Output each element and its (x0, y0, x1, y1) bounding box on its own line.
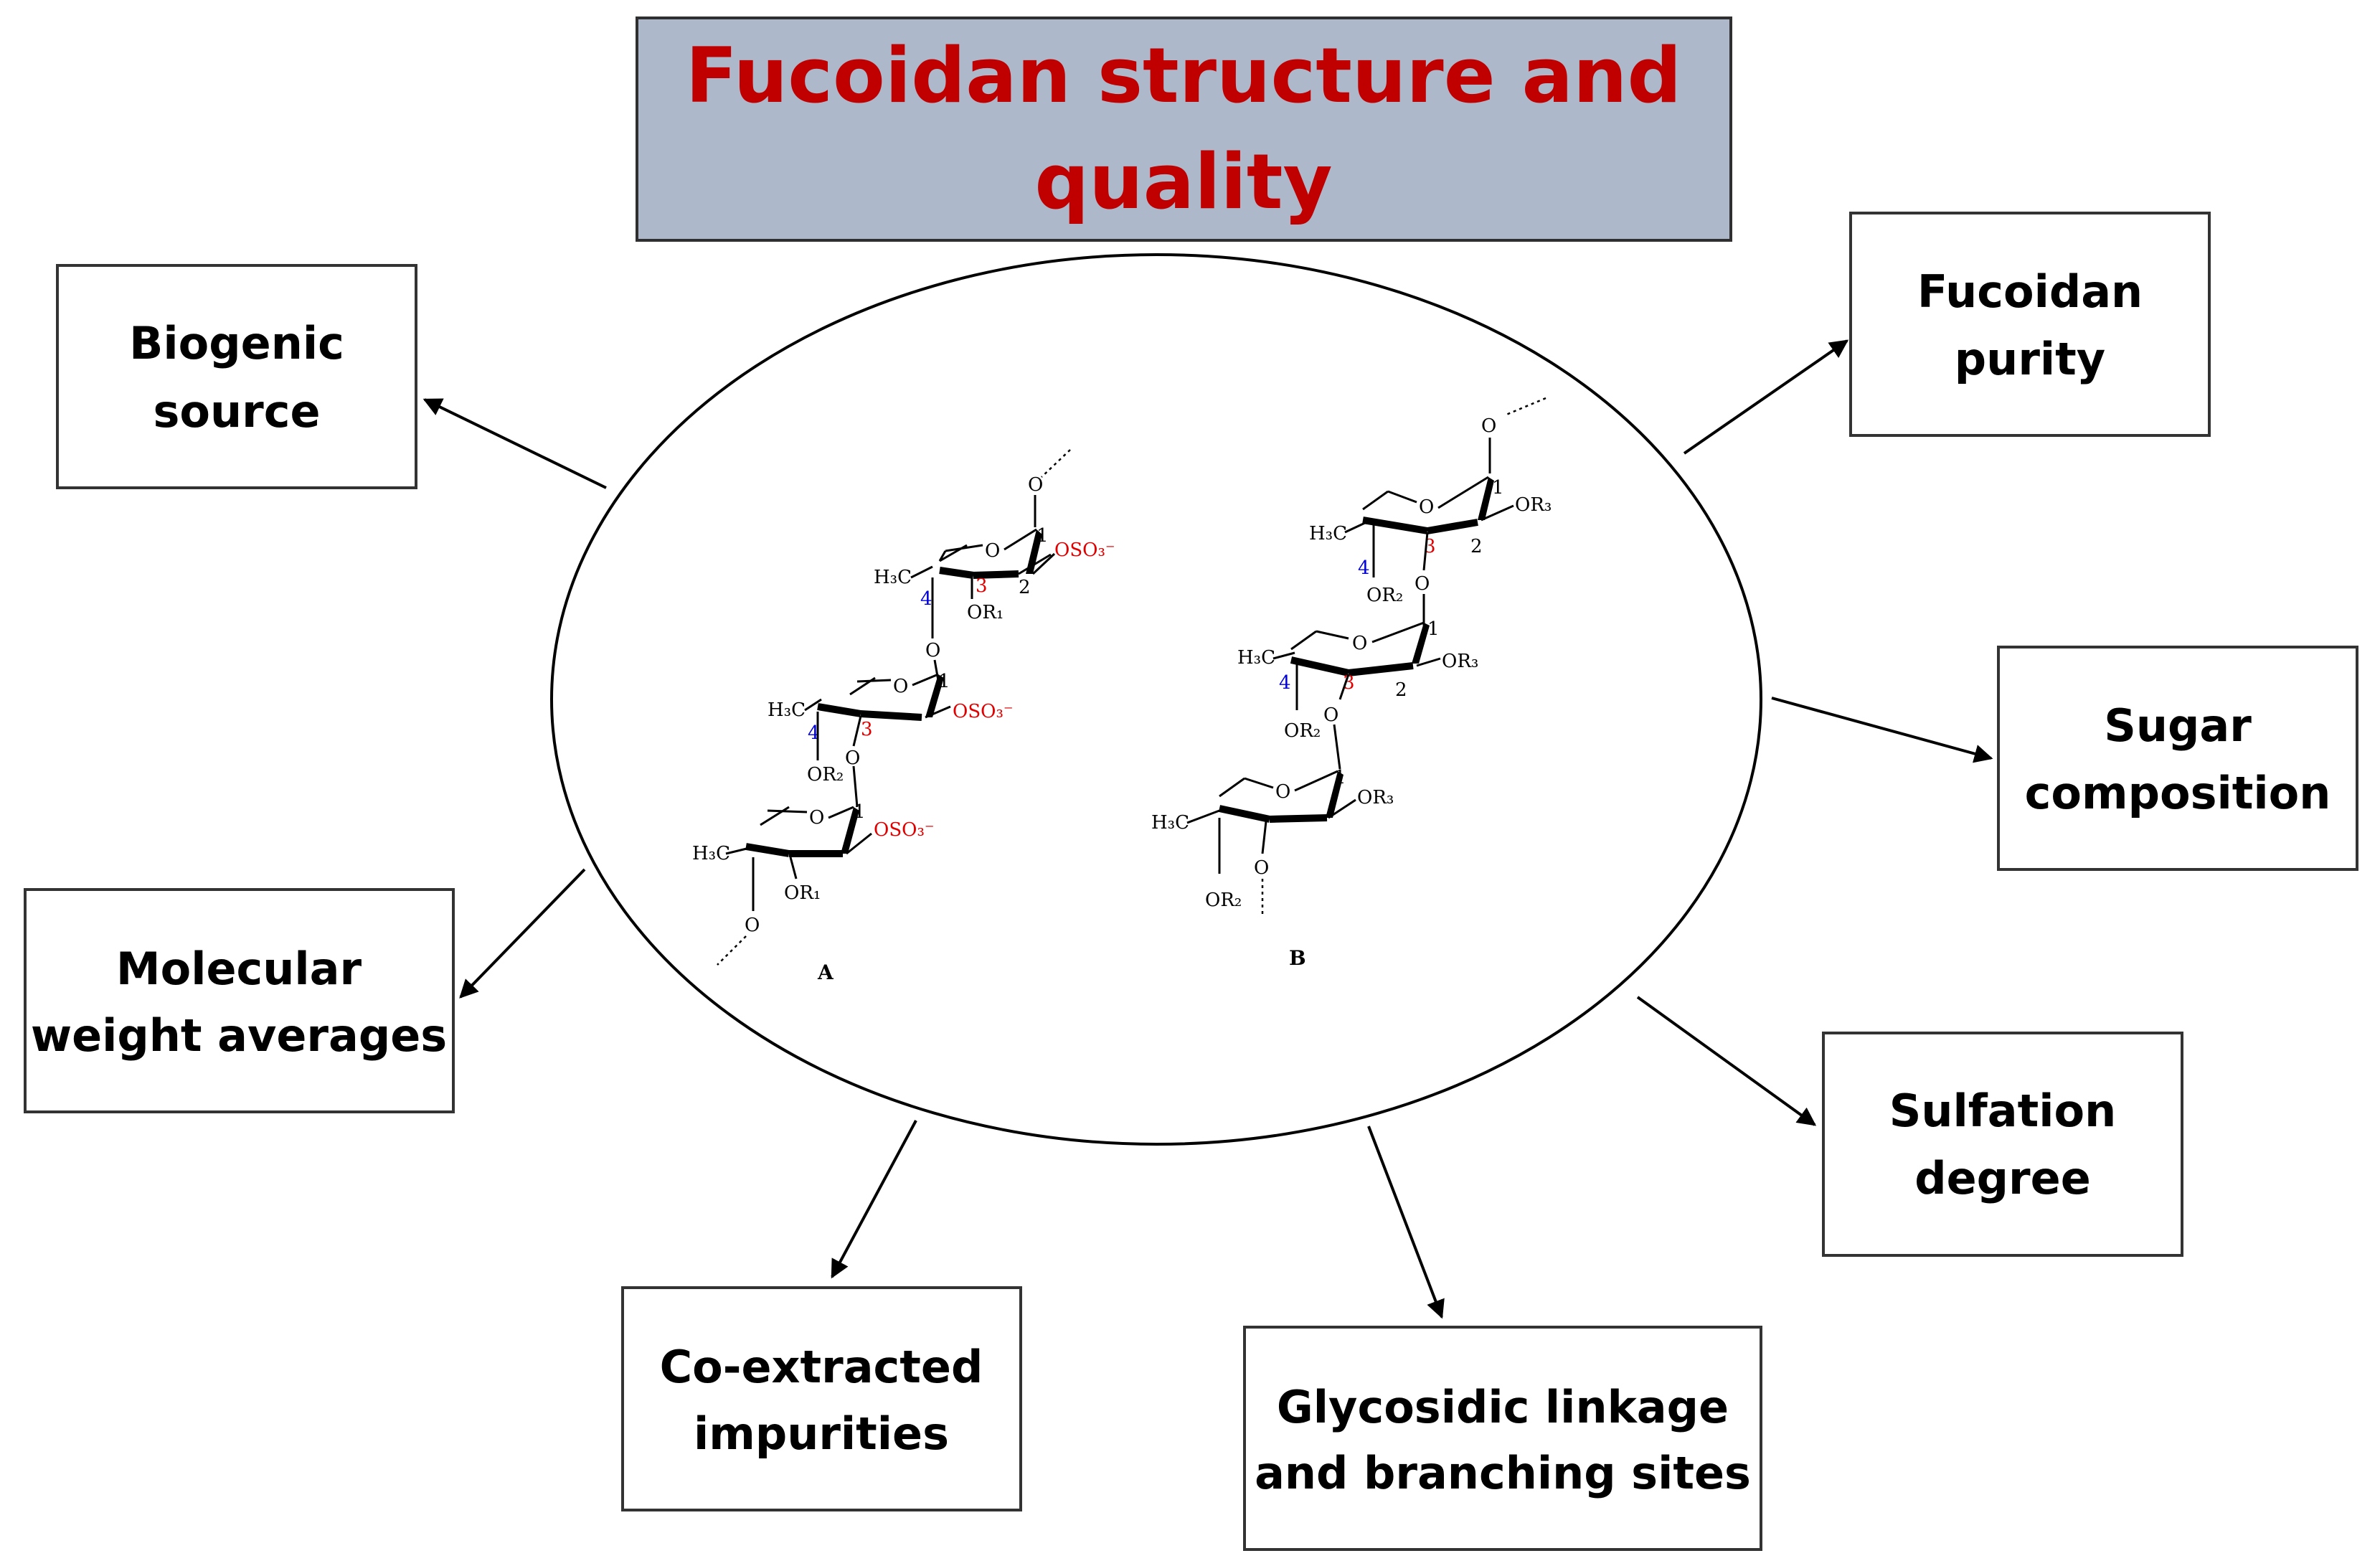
box-biogenic-source: Biogenic source (56, 264, 417, 489)
box-fucoidan-purity: Fucoidan purity (1849, 212, 2211, 437)
ring-a2: O OSO₃⁻ 1 3 4 H₃C OR₂ (768, 671, 1014, 786)
co-extracted-line2: impurities (694, 1407, 949, 1460)
structure-b: O O OR₃ 1 2 3 4 H₃C OR₂ O (1151, 397, 1552, 970)
svg-text:O: O (1275, 781, 1290, 803)
svg-text:O: O (745, 915, 760, 936)
fucoidan-purity-line2: purity (1955, 333, 2105, 385)
svg-text:H₃C: H₃C (1309, 523, 1347, 544)
svg-text:3: 3 (861, 719, 873, 740)
svg-text:H₃C: H₃C (874, 567, 912, 588)
svg-text:OR₃: OR₃ (1357, 787, 1394, 808)
svg-text:OR₃: OR₃ (1442, 651, 1478, 672)
svg-text:4: 4 (808, 722, 820, 744)
svg-text:OR₂: OR₂ (1205, 890, 1242, 911)
svg-text:1: 1 (1036, 525, 1049, 547)
svg-text:3: 3 (1343, 672, 1355, 694)
svg-text:H₃C: H₃C (692, 843, 730, 864)
sulfation-degree-line2: degree (1914, 1152, 2091, 1204)
svg-text:O: O (1352, 633, 1367, 654)
svg-text:2: 2 (1395, 679, 1407, 701)
ring-b3: O OR₃ 1 H₃C OR₂ (1151, 767, 1394, 911)
biogenic-source-line2: source (153, 385, 320, 438)
svg-text:O: O (1481, 415, 1496, 437)
box-molecular-weight: Molecular weight averages (24, 888, 455, 1113)
svg-text:1: 1 (1492, 477, 1504, 499)
ring-a1: O OSO₃⁻ 1 2 3 4 H₃C OR₁ (874, 525, 1115, 638)
svg-text:O: O (985, 540, 1000, 562)
svg-text:O: O (925, 640, 940, 661)
arrow-sugar (1771, 697, 1993, 763)
svg-text:O: O (809, 807, 824, 829)
svg-text:OR₁: OR₁ (967, 602, 1004, 623)
title-line-1: Fucoidan structure and (686, 32, 1682, 120)
sugar-composition-line1: Sugar (2104, 699, 2252, 752)
svg-text:OR₂: OR₂ (1284, 720, 1321, 742)
svg-text:O: O (845, 747, 860, 769)
svg-text:O: O (1419, 496, 1434, 518)
molecular-weight-line1: Molecular (116, 943, 362, 995)
glycosidic-linkage-line1: Glycosidic linkage (1277, 1381, 1729, 1433)
box-co-extracted-impurities: Co-extracted impurities (621, 1286, 1022, 1511)
svg-text:1: 1 (1427, 618, 1440, 640)
title-line-2: quality (1034, 138, 1332, 226)
arrow-molecular (459, 868, 586, 999)
arrow-sulfation (1636, 996, 1817, 1126)
svg-text:H₃C: H₃C (768, 699, 806, 721)
box-sugar-composition: Sugar composition (1997, 646, 2358, 871)
svg-text:4: 4 (1358, 557, 1370, 579)
svg-text:H₃C: H₃C (1237, 647, 1275, 669)
arrow-biogenic (422, 398, 607, 489)
svg-text:3: 3 (976, 575, 988, 597)
svg-text:OSO₃⁻: OSO₃⁻ (1054, 539, 1115, 561)
sulfation-degree-line1: Sulfation (1889, 1085, 2116, 1137)
svg-text:2: 2 (1019, 577, 1031, 598)
svg-text:OSO₃⁻: OSO₃⁻ (953, 701, 1014, 722)
fucoidan-purity-line1: Fucoidan (1917, 265, 2143, 318)
svg-text:OR₂: OR₂ (807, 764, 844, 786)
structure-ellipse (550, 253, 1762, 1146)
ring-b1: O OR₃ 1 2 3 4 H₃C OR₂ (1309, 476, 1552, 606)
svg-text:O: O (893, 676, 908, 697)
ring-a3: O OSO₃⁻ 1 H₃C OR₁ (692, 801, 935, 911)
svg-text:O: O (1028, 474, 1043, 496)
box-glycosidic-linkage: Glycosidic linkage and branching sites (1243, 1326, 1762, 1551)
svg-text:O: O (1323, 704, 1338, 726)
svg-text:1: 1 (938, 671, 950, 692)
arrow-co-extracted (831, 1120, 917, 1279)
svg-text:4: 4 (1279, 672, 1291, 694)
label-a: A (817, 961, 834, 984)
label-b: B (1289, 946, 1306, 970)
co-extracted-line1: Co-extracted (660, 1341, 983, 1393)
sugar-composition-line2: composition (2025, 767, 2331, 819)
svg-text:2: 2 (1470, 536, 1483, 557)
arrow-purity (1683, 339, 1849, 455)
biogenic-source-line1: Biogenic (129, 317, 344, 369)
svg-text:OSO₃⁻: OSO₃⁻ (874, 819, 935, 841)
svg-text:OR₂: OR₂ (1366, 585, 1403, 606)
box-sulfation-degree: Sulfation degree (1822, 1032, 2183, 1257)
title-box: Fucoidan structure and quality (636, 16, 1732, 242)
svg-text:H₃C: H₃C (1151, 812, 1189, 834)
svg-text:OR₃: OR₃ (1515, 494, 1552, 516)
glycosidic-linkage-line2: and branching sites (1255, 1447, 1751, 1499)
svg-text:O: O (1254, 857, 1269, 879)
structure-a: O O OSO₃⁻ 1 2 3 4 H₃C OR₁ O (692, 449, 1115, 984)
ring-b2: O OR₃ 1 2 3 4 H₃C OR₂ (1237, 618, 1478, 742)
arrows (422, 339, 1993, 1319)
arrow-glycosidic (1367, 1126, 1445, 1319)
svg-text:1: 1 (1334, 767, 1346, 788)
svg-text:4: 4 (920, 588, 932, 610)
svg-text:1: 1 (854, 801, 866, 823)
svg-text:OR₁: OR₁ (784, 882, 821, 904)
molecular-weight-line2: weight averages (31, 1009, 447, 1062)
svg-text:O: O (1415, 573, 1430, 595)
